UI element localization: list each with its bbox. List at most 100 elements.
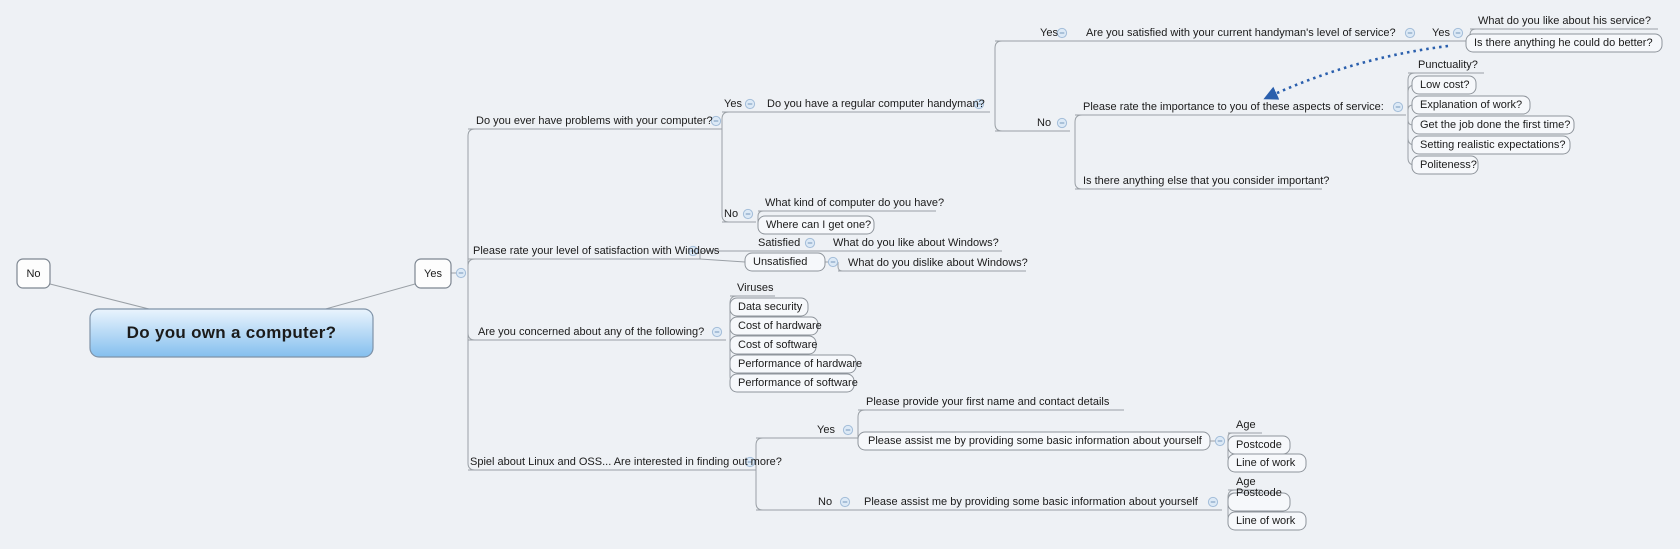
bubble-cost-software[interactable]	[729, 335, 817, 355]
bubble-performance-hardware[interactable]	[729, 354, 857, 374]
bubble-politeness[interactable]	[1411, 155, 1479, 175]
fold-minus-icon[interactable]	[1056, 117, 1068, 129]
node-no-handyman[interactable]: No	[1037, 117, 1052, 129]
node-q-concerns[interactable]: Are you concerned about any of the follo…	[478, 326, 705, 338]
node-get-job-done[interactable]: Get the job done the first time?	[1420, 119, 1571, 131]
node-like-service[interactable]: What do you like about his service?	[1478, 15, 1652, 27]
node-anything-else-important[interactable]: Is there anything else that you consider…	[1083, 175, 1330, 187]
fold-minus-icon[interactable]	[1404, 27, 1416, 39]
node-q-problems[interactable]: Do you ever have problems with your comp…	[476, 115, 713, 127]
edge-q-problems-to-yes-handyman	[721, 111, 730, 129]
edge-yes-root-to-q-spiel	[467, 273, 476, 471]
bubble-could-do-better[interactable]	[1465, 33, 1663, 53]
node-no-spiel[interactable]: No	[818, 496, 833, 508]
node-dislike-windows[interactable]: What do you dislike about Windows?	[848, 257, 1028, 269]
bubble-unsatisfied[interactable]	[744, 252, 826, 272]
node-root[interactable]: Do you own a computer?	[126, 323, 337, 342]
fold-minus-icon[interactable]	[973, 98, 985, 110]
bubble-linework-yes[interactable]	[1227, 453, 1307, 473]
node-yes-root[interactable]: Yes	[424, 267, 442, 280]
node-could-do-better[interactable]: Is there anything he could do better?	[1474, 37, 1653, 49]
bubble-get-job-done[interactable]	[1411, 115, 1575, 135]
edge-q-handyman-to-yes-satisfied-row	[994, 40, 1003, 112]
node-cost-software[interactable]: Cost of software	[738, 339, 818, 351]
node-yes-satisfied[interactable]: Yes	[1432, 27, 1450, 39]
edge-q-windows-satisfaction-to-unsatisfied	[699, 258, 746, 263]
node-no-root[interactable]: No	[26, 267, 41, 280]
edge-q-spiel-to-no-spiel	[755, 470, 764, 511]
node-q-spiel[interactable]: Spiel about Linux and OSS... Are interes…	[470, 456, 782, 468]
node-punctuality[interactable]: Punctuality?	[1418, 59, 1478, 71]
node-postcode-yes[interactable]: Postcode	[1236, 439, 1282, 451]
node-realistic-expectations[interactable]: Setting realistic expectations?	[1420, 139, 1566, 151]
fold-minus-icon[interactable]	[744, 456, 756, 468]
root-edge-0	[49, 283, 154, 311]
bubble-cost-hardware[interactable]	[729, 316, 819, 336]
bubble-yes-root[interactable]	[414, 258, 452, 289]
node-performance-software[interactable]: Performance of software	[738, 377, 858, 389]
node-q-rate-importance[interactable]: Please rate the importance to you of the…	[1083, 101, 1384, 113]
edge-yes-root-to-q-concerns	[467, 273, 476, 341]
node-unsatisfied[interactable]: Unsatisfied	[753, 256, 808, 268]
bubble-low-cost[interactable]	[1411, 75, 1477, 95]
fold-minus-icon[interactable]	[710, 115, 722, 127]
node-data-security[interactable]: Data security	[738, 301, 803, 313]
bubble-explanation-of-work[interactable]	[1411, 95, 1531, 115]
node-q-windows-satisfaction[interactable]: Please rate your level of satisfaction w…	[473, 245, 720, 257]
bubble-assist-info-yes[interactable]	[857, 431, 1211, 451]
fold-minus-icon[interactable]	[842, 424, 854, 436]
node-performance-hardware[interactable]: Performance of hardware	[738, 358, 863, 370]
edge-unsatisfied-to-dislike-windows	[837, 262, 843, 272]
bubble-linework-no[interactable]	[1227, 511, 1307, 531]
root-edge-1	[321, 283, 416, 311]
node-no-problems[interactable]: No	[724, 208, 739, 220]
node-linework-no[interactable]: Line of work	[1236, 515, 1296, 527]
bubble-realistic-expectations[interactable]	[1411, 135, 1571, 155]
edge-q-windows-satisfaction-to-satisfied	[699, 250, 745, 259]
fold-minus-icon[interactable]	[687, 245, 699, 257]
fold-minus-icon[interactable]	[1452, 27, 1464, 39]
node-assist-info-no[interactable]: Please assist me by providing some basic…	[864, 496, 1198, 508]
node-age-yes[interactable]: Age	[1236, 419, 1256, 431]
bubble-where-get-one[interactable]	[757, 215, 875, 235]
node-what-kind-computer[interactable]: What kind of computer do you have?	[765, 197, 945, 209]
fold-minus-icon[interactable]	[742, 208, 754, 220]
node-like-windows[interactable]: What do you like about Windows?	[833, 237, 999, 249]
node-provide-contact[interactable]: Please provide your first name and conta…	[866, 396, 1110, 408]
node-q-satisfied[interactable]: Are you satisfied with your current hand…	[1086, 27, 1396, 39]
edge-yes-root-to-q-windows-satisfaction	[467, 258, 476, 273]
node-age-no[interactable]: Age	[1236, 476, 1256, 488]
node-yes-handyman[interactable]: Yes	[724, 98, 742, 110]
node-postcode-no[interactable]: Postcode	[1236, 487, 1282, 499]
fold-minus-icon[interactable]	[744, 98, 756, 110]
edge-no-handyman-to-anything-else-important	[1074, 131, 1083, 190]
fold-minus-icon[interactable]	[827, 256, 839, 268]
fold-minus-icon[interactable]	[711, 326, 723, 338]
fold-minus-icon[interactable]	[804, 237, 816, 249]
node-cost-hardware[interactable]: Cost of hardware	[738, 320, 822, 332]
fold-minus-icon[interactable]	[1207, 496, 1219, 508]
node-satisfied[interactable]: Satisfied	[758, 237, 801, 249]
fold-minus-icon[interactable]	[1056, 27, 1068, 39]
bubble-performance-software[interactable]	[729, 373, 855, 393]
node-where-get-one[interactable]: Where can I get one?	[766, 219, 872, 231]
node-politeness[interactable]: Politeness?	[1420, 159, 1477, 171]
fold-minus-icon[interactable]	[1214, 435, 1226, 447]
node-q-handyman[interactable]: Do you have a regular computer handyman?	[767, 98, 985, 110]
bubble-no-root[interactable]	[16, 258, 51, 289]
fold-minus-icon[interactable]	[839, 496, 851, 508]
node-yes-spiel[interactable]: Yes	[817, 424, 835, 436]
bubble-postcode-no[interactable]	[1227, 492, 1291, 512]
node-viruses[interactable]: Viruses	[737, 282, 774, 294]
node-linework-yes[interactable]: Line of work	[1236, 457, 1296, 469]
node-explanation-of-work[interactable]: Explanation of work?	[1420, 99, 1523, 111]
fold-minus-icon[interactable]	[455, 267, 467, 279]
root-bubble[interactable]	[89, 308, 374, 358]
bubble-data-security[interactable]	[729, 297, 809, 317]
node-assist-info-yes[interactable]: Please assist me by providing some basic…	[868, 435, 1202, 447]
node-yes-satisfied-row[interactable]: Yes	[1040, 27, 1058, 39]
node-low-cost[interactable]: Low cost?	[1420, 79, 1470, 91]
fold-minus-icon[interactable]	[1392, 101, 1404, 113]
